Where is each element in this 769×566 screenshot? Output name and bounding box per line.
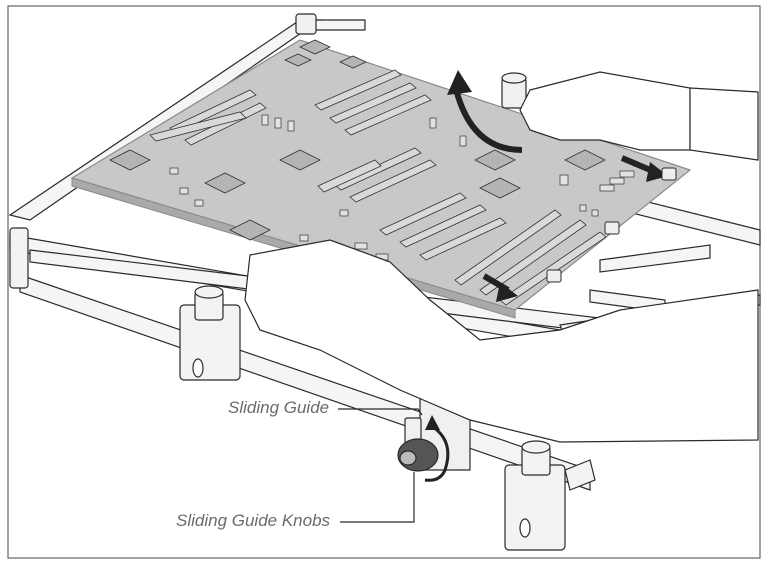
sliding-guide-label: Sliding Guide <box>228 398 330 417</box>
board-connectors <box>149 69 607 306</box>
knob-rotation-arrow <box>424 423 450 482</box>
board-chips <box>109 39 606 241</box>
sliding-guide-knobs-leader <box>340 472 415 523</box>
gloved-hand-top-right <box>519 71 759 161</box>
board-clips <box>546 167 677 283</box>
sliding-guide-knob <box>397 438 439 472</box>
sliding-guide-knobs-label: Sliding Guide Knobs <box>176 511 331 530</box>
rear-post <box>295 13 527 109</box>
sliding-guide-leader <box>338 408 423 416</box>
right-front-post <box>504 440 596 551</box>
left-edge-post <box>9 227 29 289</box>
board-motion-arrows <box>452 84 523 153</box>
rotation-arrowhead <box>447 70 472 95</box>
left-front-post <box>179 285 241 381</box>
gloved-hand-bottom <box>244 239 759 443</box>
